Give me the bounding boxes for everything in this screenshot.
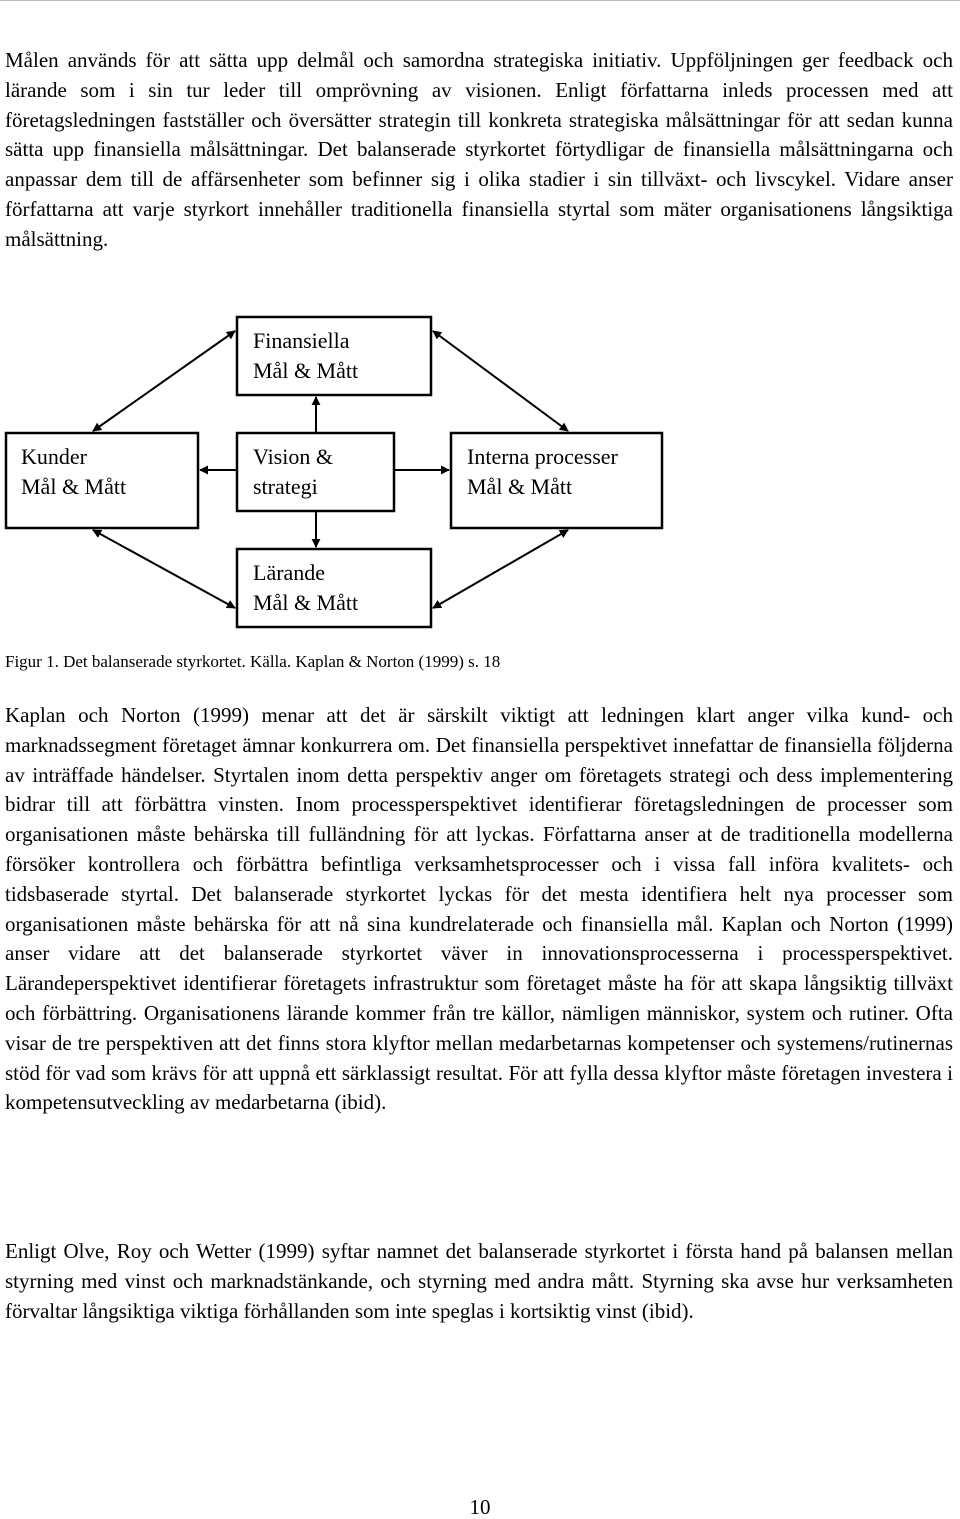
box-larande: Lärande Mål & Mått — [235, 547, 433, 629]
box-larande-line2: Mål & Mått — [253, 590, 358, 615]
page-top-border — [0, 0, 960, 1]
box-interna-line2: Mål & Mått — [467, 474, 572, 499]
box-finansiella: Finansiella Mål & Mått — [235, 315, 433, 397]
figure-caption: Figur 1. Det balanserade styrkortet. Käl… — [5, 652, 501, 671]
box-vision-line1: Vision & — [253, 444, 333, 469]
box-kunder: Kunder Mål & Mått — [4, 431, 200, 530]
box-vision: Vision & strategi — [235, 431, 396, 513]
box-vision-line2: strategi — [253, 474, 318, 499]
arrow-kunder-finansiella — [92, 330, 236, 432]
arrow-interna-larande — [432, 529, 569, 609]
arrow-finansiella-interna — [432, 330, 569, 432]
box-kunder-line2: Mål & Mått — [21, 474, 126, 499]
box-larande-line1: Lärande — [253, 560, 325, 585]
box-interna-line1: Interna processer — [467, 444, 619, 469]
paragraph-2: Kaplan och Norton (1999) menar att det ä… — [5, 703, 953, 1115]
arrow-kunder-larande — [92, 529, 236, 609]
balanced-scorecard-diagram: Finansiella Mål & Mått Kunder Mål & Mått… — [4, 315, 664, 629]
box-finansiella-line1: Finansiella — [253, 328, 350, 353]
box-finansiella-line2: Mål & Mått — [253, 358, 358, 383]
box-kunder-line1: Kunder — [21, 444, 88, 469]
paragraph-1: Målen används för att sätta upp delmål o… — [5, 48, 953, 251]
box-interna: Interna processer Mål & Mått — [449, 431, 664, 530]
paragraph-3: Enligt Olve, Roy och Wetter (1999) syfta… — [5, 1239, 953, 1323]
page-number: 10 — [469, 1495, 491, 1519]
